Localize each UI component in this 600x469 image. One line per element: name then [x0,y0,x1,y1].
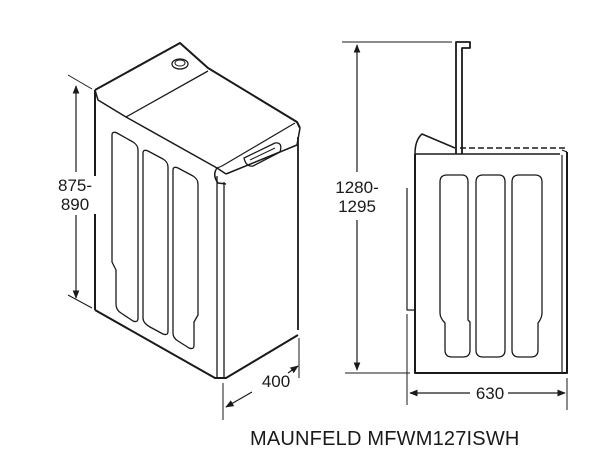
height-label-line2: 890 [60,195,90,214]
height-label-iso: 875- 890 [52,176,98,214]
side-view-machine [342,41,568,385]
height-label-line1: 875- [57,176,93,195]
height-side-line2: 1295 [338,197,376,216]
width-dimension-side [406,378,568,410]
width-label-side: 630 [472,384,508,403]
model-caption: MAUNFELD MFWM127ISWH [250,428,520,450]
knob-icon [171,58,189,70]
depth-dimension-iso [222,338,300,420]
height-side-line1: 1280- [335,178,379,197]
height-label-side: 1280- 1295 [331,178,383,216]
height-dimension-iso [67,74,93,309]
isometric-machine [94,42,301,379]
depth-label-iso: 400 [261,372,291,391]
